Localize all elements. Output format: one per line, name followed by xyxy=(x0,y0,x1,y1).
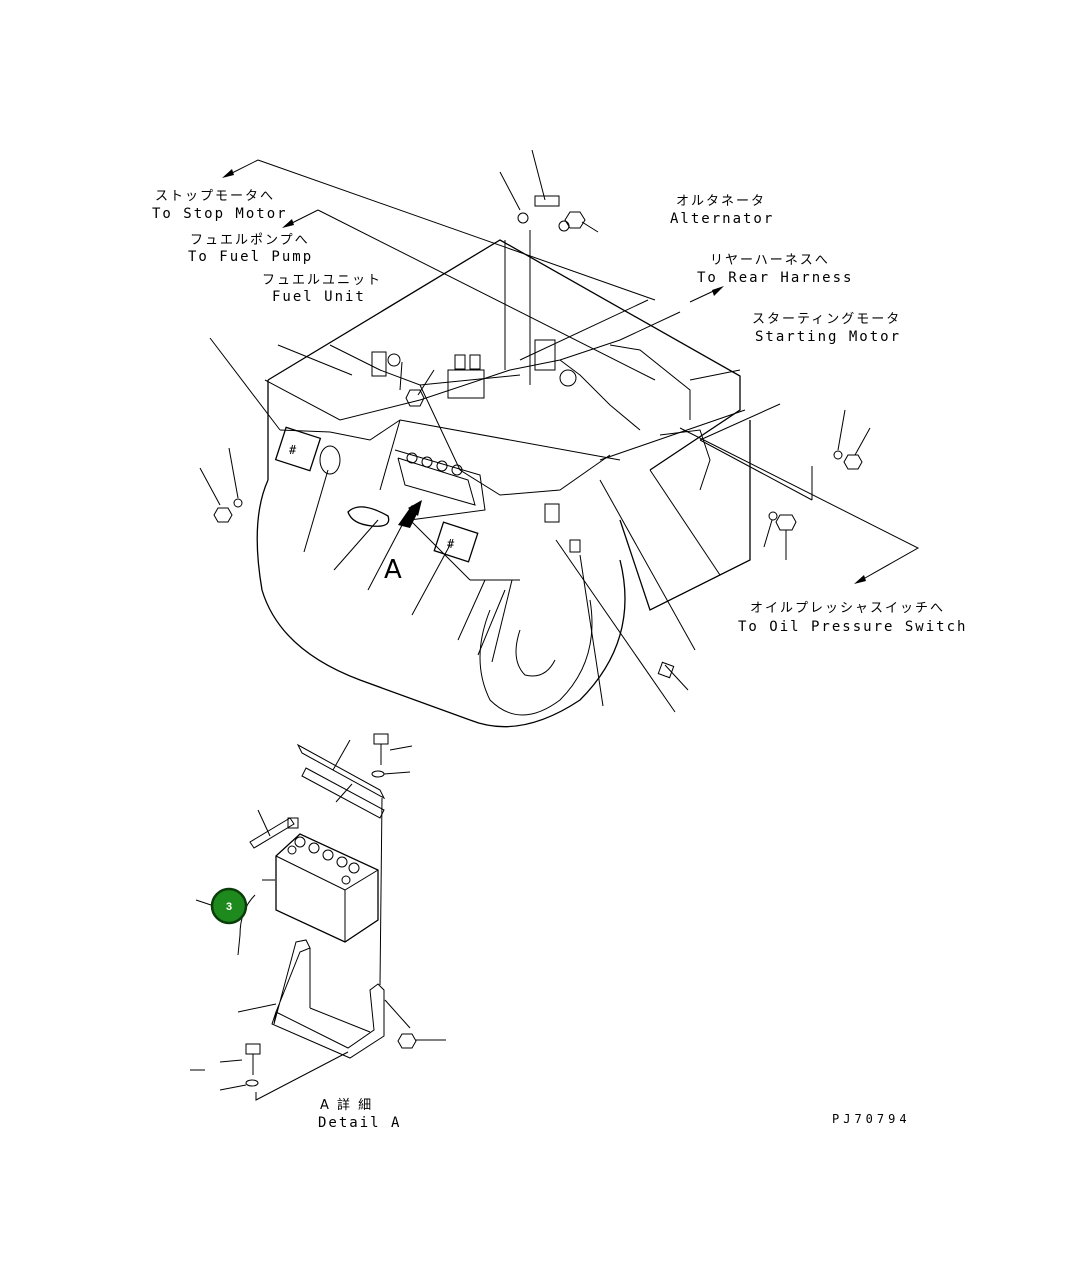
relay-box xyxy=(447,354,485,399)
starting-motor-label-en: Starting Motor xyxy=(755,329,901,345)
oil-pressure-label-en: To Oil Pressure Switch xyxy=(738,619,967,635)
alternator-label-jp: オルタネータ xyxy=(676,194,766,209)
oil-pressure-arrow xyxy=(679,427,920,584)
detail-a-label-en: Detail A xyxy=(318,1115,401,1131)
front-lamp-left: # xyxy=(274,426,322,472)
fuel-pump-label-en: To Fuel Pump xyxy=(188,249,313,265)
nut-upper xyxy=(405,389,425,407)
callout-3-number: 3 xyxy=(226,901,232,913)
bolt-top xyxy=(517,195,586,232)
rear-harness-label-jp: リヤーハーネスへ xyxy=(710,253,830,268)
battery-main xyxy=(397,452,476,506)
view-a-arrow: A xyxy=(384,500,422,585)
rear-harness-arrow xyxy=(689,286,724,303)
rear-harness-label-en: To Rear Harness xyxy=(697,270,853,286)
starting-motor-label-jp: スターティングモータ xyxy=(752,312,901,327)
detail-a-group xyxy=(190,733,446,1101)
detail-a-label-jp: A 詳 細 xyxy=(320,1097,373,1113)
svg-text:#: # xyxy=(289,443,297,457)
alternator-connector xyxy=(534,339,577,387)
drawing-number: PJ70794 xyxy=(832,1112,911,1126)
callout-3[interactable]: 3 xyxy=(210,887,248,925)
fuel-pump-label-jp: フュエルポンプへ xyxy=(190,233,310,248)
oil-switch-connector xyxy=(544,503,581,553)
svg-text:#: # xyxy=(447,537,455,551)
handle xyxy=(347,506,390,527)
fuel-unit-label-jp: フュエルユニット xyxy=(262,273,382,288)
view-a-label: A xyxy=(384,555,402,585)
wire-harness xyxy=(264,230,711,496)
clamp xyxy=(657,661,675,679)
machine-body xyxy=(256,239,751,728)
front-lamp-right: # xyxy=(433,521,479,563)
fuel-unit-label-en: Fuel Unit xyxy=(272,289,366,305)
washer-nut-right xyxy=(768,450,863,531)
horn xyxy=(319,445,341,475)
oil-pressure-label-jp: オイルプレッシャスイッチへ xyxy=(750,601,945,616)
fuel-unit xyxy=(371,351,401,377)
alternator-label-en: Alternator xyxy=(670,211,774,227)
fuel-pump-arrow xyxy=(282,209,656,381)
stop-motor-label-en: To Stop Motor xyxy=(152,206,288,222)
stop-motor-label-jp: ストップモータへ xyxy=(155,189,275,204)
stop-motor-arrow xyxy=(222,159,656,301)
leader-lines-main xyxy=(199,149,871,713)
washer-nut-left xyxy=(213,498,243,523)
